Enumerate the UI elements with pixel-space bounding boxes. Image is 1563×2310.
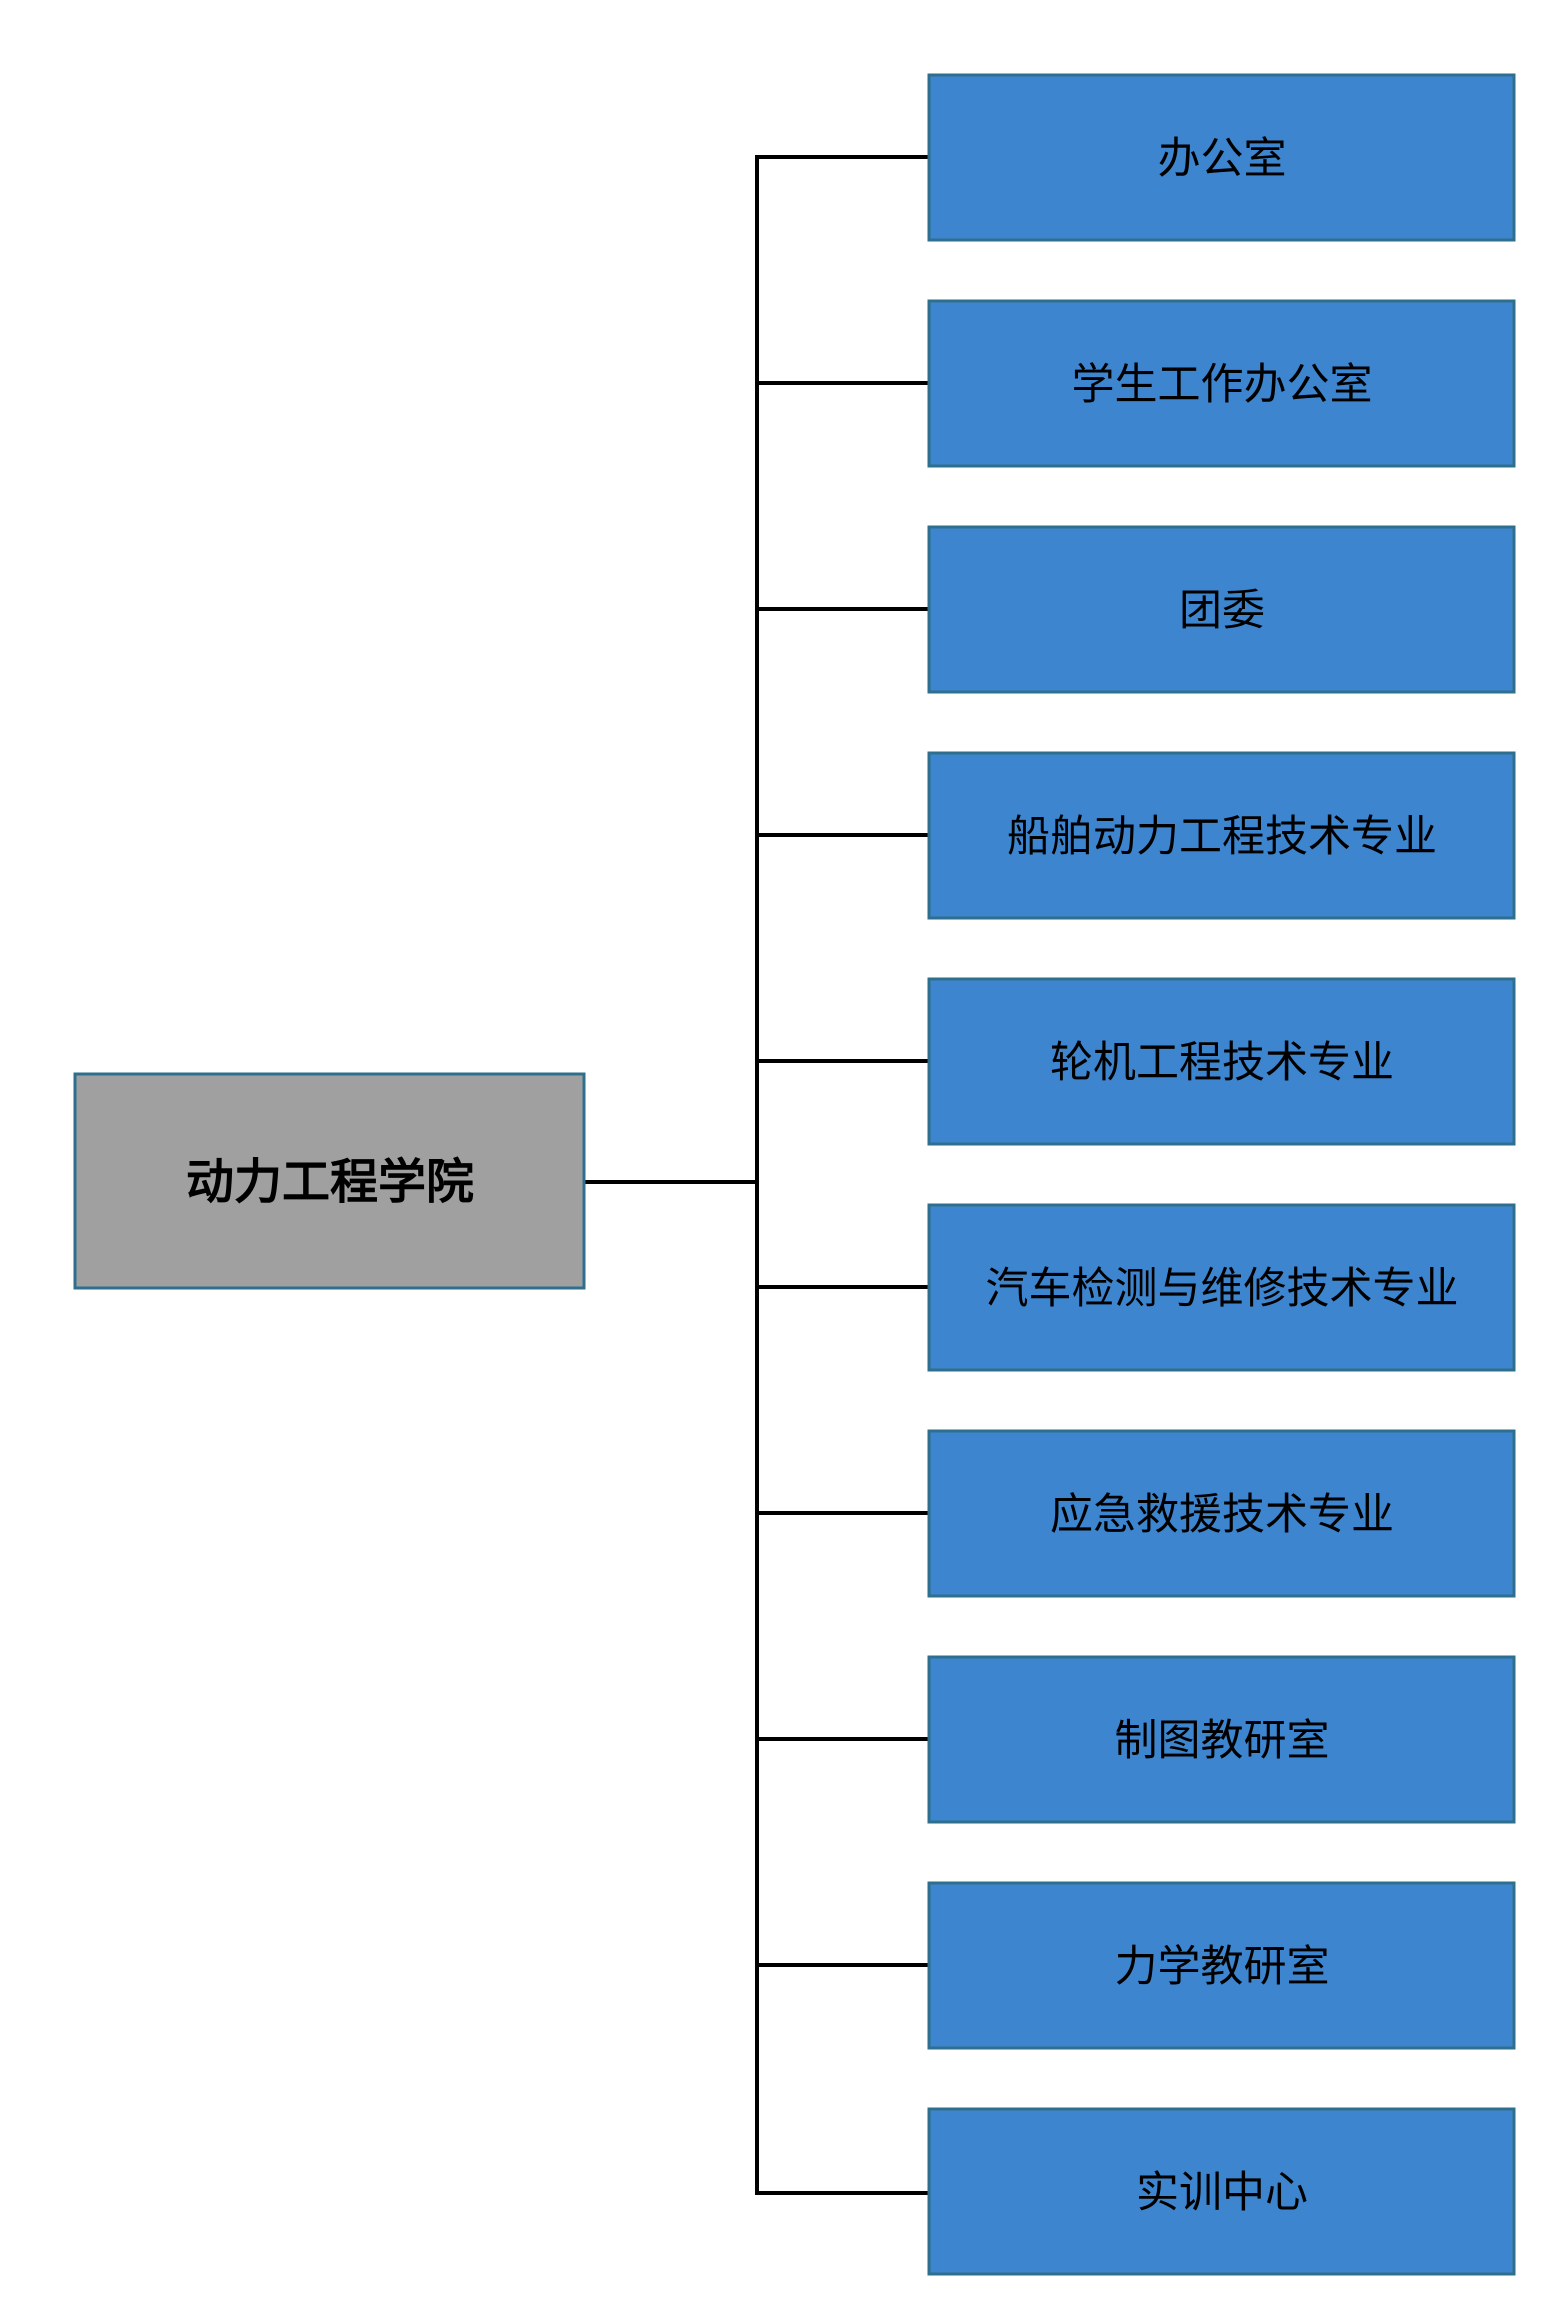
department-node[interactable]: 力学教研室 — [927, 1881, 1516, 2050]
department-node[interactable]: 制图教研室 — [927, 1655, 1516, 1824]
department-node[interactable]: 轮机工程技术专业 — [927, 977, 1516, 1146]
department-label: 船舶动力工程技术专业 — [1007, 812, 1437, 862]
department-box — [927, 1655, 1516, 1824]
department-box — [927, 2107, 1516, 2276]
department-node[interactable]: 应急救援技术专业 — [927, 1429, 1516, 1598]
department-box — [927, 977, 1516, 1146]
department-box — [927, 751, 1516, 920]
root-node-box — [73, 1072, 586, 1290]
department-node[interactable]: 船舶动力工程技术专业 — [927, 751, 1516, 920]
department-node[interactable]: 团委 — [927, 525, 1516, 694]
root-node-label: 动力工程学院 — [186, 1154, 474, 1210]
department-box — [927, 1881, 1516, 2050]
department-box — [927, 73, 1516, 242]
department-node[interactable]: 汽车检测与维修技术专业 — [927, 1203, 1516, 1372]
department-label: 应急救援技术专业 — [1050, 1490, 1394, 1540]
department-box — [927, 299, 1516, 468]
department-label: 汽车检测与维修技术专业 — [986, 1264, 1459, 1314]
department-label: 办公室 — [1158, 134, 1287, 184]
department-box — [927, 1203, 1516, 1372]
department-node[interactable]: 办公室 — [927, 73, 1516, 242]
department-label: 力学教研室 — [1115, 1942, 1330, 1992]
department-label: 实训中心 — [1136, 2168, 1308, 2218]
department-box — [927, 1429, 1516, 1598]
root-node[interactable]: 动力工程学院 — [73, 1072, 586, 1290]
department-node[interactable]: 学生工作办公室 — [927, 299, 1516, 468]
department-label: 学生工作办公室 — [1072, 360, 1373, 410]
connectors — [582, 155, 929, 2195]
department-box — [927, 525, 1516, 694]
department-label: 轮机工程技术专业 — [1050, 1038, 1394, 1088]
department-node[interactable]: 实训中心 — [927, 2107, 1516, 2276]
department-label: 团委 — [1179, 586, 1265, 636]
department-label: 制图教研室 — [1115, 1716, 1330, 1766]
